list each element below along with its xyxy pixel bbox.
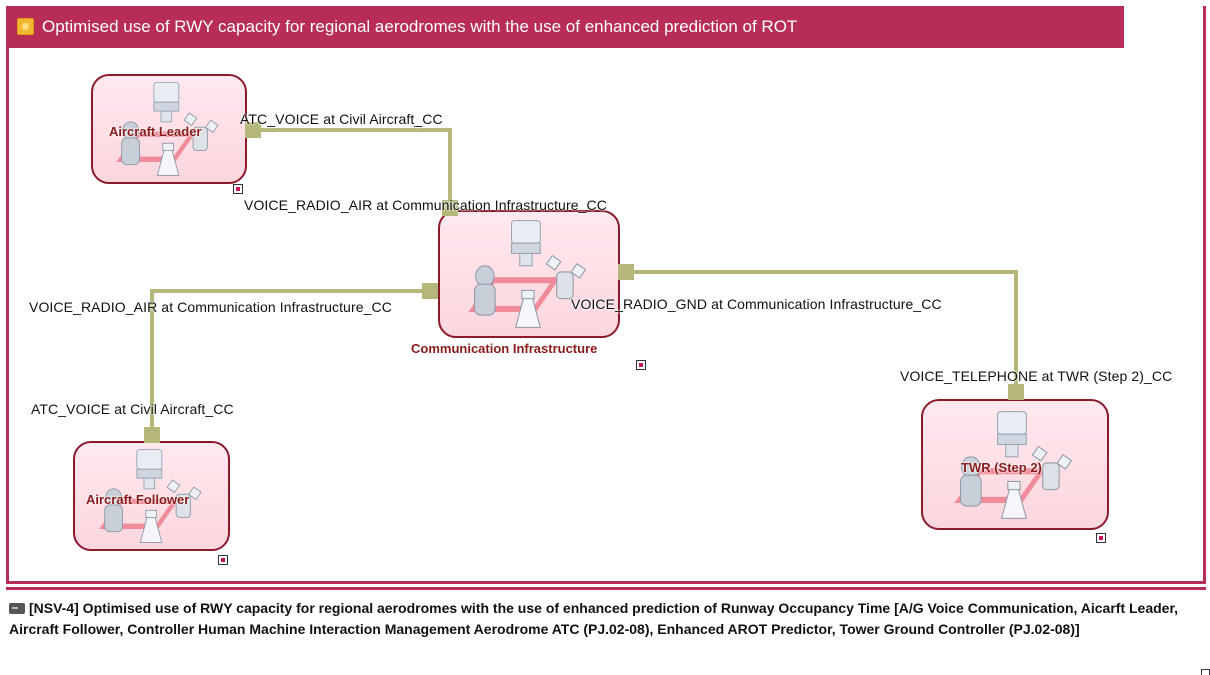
node-label: Aircraft Leader: [109, 124, 202, 139]
node-aircraft-leader[interactable]: Aircraft Leader: [91, 74, 247, 184]
diagram-title-bar: Optimised use of RWY capacity for region…: [6, 6, 1124, 48]
connector-label: VOICE_RADIO_GND at Communication Infrast…: [571, 296, 942, 312]
connector-comm-twr: [626, 270, 1018, 392]
diagram-icon: [17, 18, 34, 35]
connector-label: VOICE_RADIO_AIR at Communication Infrast…: [29, 299, 392, 315]
diagram-title: Optimised use of RWY capacity for region…: [42, 17, 798, 36]
port-comm-left[interactable]: [422, 283, 438, 299]
node-label: Communication Infrastructure: [411, 341, 598, 356]
expand-icon[interactable]: [233, 184, 243, 194]
port-leader[interactable]: [245, 122, 261, 138]
expand-icon[interactable]: [636, 360, 646, 370]
node-communication-infrastructure[interactable]: [438, 210, 620, 338]
node-label: TWR (Step 2): [961, 460, 1042, 475]
port-comm-right[interactable]: [618, 264, 634, 280]
system-node-icon: [454, 217, 604, 332]
expand-icon[interactable]: [218, 555, 228, 565]
section-divider: [6, 587, 1206, 590]
diagram-description: [NSV-4] Optimised use of RWY capacity fo…: [9, 598, 1199, 640]
port-follower[interactable]: [144, 427, 160, 443]
description-text: [NSV-4] Optimised use of RWY capacity fo…: [9, 600, 1179, 637]
connector-label: ATC_VOICE at Civil Aircraft_CC: [31, 401, 234, 417]
document-icon: [9, 603, 25, 614]
connector-lines: [150, 128, 1018, 435]
connector-label: VOICE_TELEPHONE at TWR (Step 2)_CC: [900, 368, 1173, 384]
connector-leader-comm: [253, 128, 452, 208]
port-comm-top[interactable]: [442, 200, 458, 216]
expand-icon[interactable]: [1096, 533, 1106, 543]
node-twr-step-2[interactable]: TWR (Step 2): [921, 399, 1109, 530]
node-label: Aircraft Follower: [86, 492, 190, 507]
connector-label: VOICE_RADIO_AIR at Communication Infrast…: [244, 197, 607, 213]
connector-comm-follower: [150, 289, 430, 435]
node-aircraft-follower[interactable]: Aircraft Follower: [73, 441, 230, 551]
diagram-frame: [6, 6, 1206, 584]
expand-icon[interactable]: [1201, 669, 1210, 675]
connector-label: ATC_VOICE at Civil Aircraft_CC: [240, 111, 443, 127]
port-twr[interactable]: [1008, 384, 1024, 400]
